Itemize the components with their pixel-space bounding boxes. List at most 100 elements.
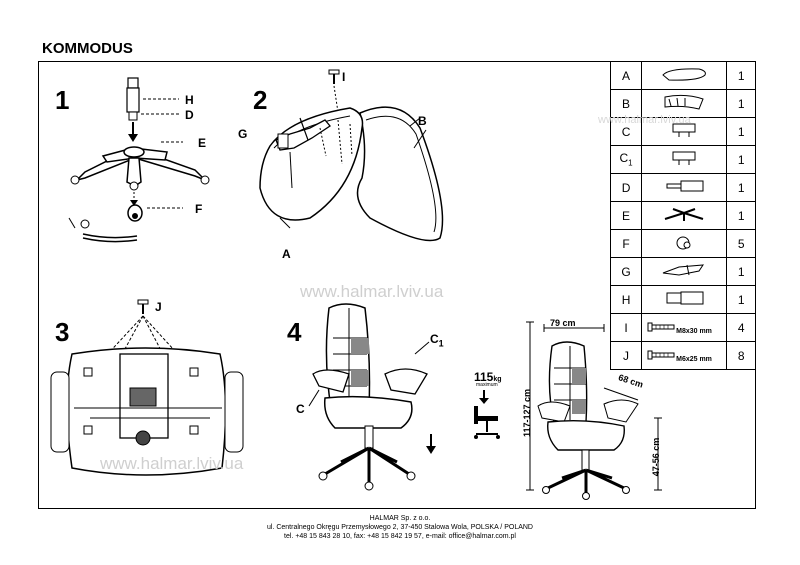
step2-illustration: [259, 69, 444, 242]
armrest-right-icon: [659, 149, 709, 170]
dimension-illustration: [526, 321, 662, 500]
weight-limit-value: 115kg: [474, 370, 502, 384]
part-quantity: 8: [726, 341, 756, 370]
star-base-icon: [659, 205, 709, 226]
label-i: I: [342, 70, 346, 84]
footer-company: HALMAR Sp. z o.o.: [369, 515, 431, 522]
part-quantity: 1: [726, 117, 756, 146]
part-quantity: 1: [726, 285, 756, 314]
part-image: [641, 173, 728, 202]
weight-unit: kg: [493, 376, 502, 383]
step-number-1: 1: [55, 85, 70, 115]
label-e: E: [198, 136, 207, 150]
part-image: M6x25 mm: [641, 341, 728, 370]
part-quantity: 1: [726, 257, 756, 286]
part-letter-text: H: [621, 292, 631, 307]
part-image: [641, 117, 728, 146]
bolt-icon: [646, 321, 676, 335]
label-a: A: [282, 247, 291, 261]
parts-row: J M6x25 mm 8: [609, 341, 756, 370]
dimension-seat-height: 47-56 cm: [651, 437, 661, 477]
part-letter: B: [609, 89, 643, 118]
weight-caption: maximum: [476, 382, 498, 388]
part-letter-text: J: [623, 348, 630, 363]
part-letter-text: B: [622, 96, 631, 111]
parts-row: I M8x30 mm 4: [609, 313, 756, 342]
label-h: H: [185, 93, 194, 107]
footer-address: ul. Centralnego Okręgu Przemysłowego 2, …: [266, 524, 533, 531]
footer-contact: tel. +48 15 843 28 10, fax: +48 15 842 1…: [284, 533, 516, 540]
part-image: [641, 201, 728, 230]
backrest-icon: [659, 93, 709, 114]
step4-illustration: [308, 303, 436, 491]
watermark-table: www.halmar.lviv.ua: [598, 114, 691, 126]
part-letter: C1: [609, 145, 643, 174]
seat-icon: [659, 65, 709, 86]
step-number-2: 2: [253, 85, 268, 115]
part-quantity: 1: [726, 173, 756, 202]
part-letter-text: A: [622, 68, 631, 83]
bolt-icon: [646, 349, 676, 363]
step3-illustration: [50, 299, 244, 476]
part-letter-text: D: [621, 180, 631, 195]
label-b: B: [418, 114, 427, 128]
part-letter: H: [609, 285, 643, 314]
dimension-total-height: 117-127 cm: [522, 388, 532, 438]
label-c: C: [296, 402, 305, 416]
cover-icon: [659, 289, 709, 310]
part-quantity: 1: [726, 89, 756, 118]
part-quantity: 4: [726, 313, 756, 342]
part-size-note: M6x25 mm: [676, 355, 712, 363]
part-quantity: 5: [726, 229, 756, 258]
instruction-frame: [38, 61, 756, 509]
label-j: J: [155, 300, 162, 314]
label-f: F: [195, 202, 203, 216]
armrest-icon: [659, 121, 709, 142]
part-quantity: 1: [726, 61, 756, 90]
part-letter: J: [609, 341, 643, 370]
label-g: G: [238, 127, 248, 141]
label-d: D: [185, 108, 194, 122]
page-title: KOMMODUS: [42, 40, 133, 57]
footer: HALMAR Sp. z o.o. ul. Centralnego Okręgu…: [0, 514, 800, 541]
part-image: [641, 229, 728, 258]
part-letter: F: [609, 229, 643, 258]
weight-value: 115: [474, 370, 494, 384]
part-letter: D: [609, 173, 643, 202]
label-c1-letter: C: [430, 332, 439, 346]
part-letter-text: F: [622, 236, 630, 251]
part-letter: E: [609, 201, 643, 230]
part-letter-text: G: [621, 264, 631, 279]
part-letter-text: C: [621, 124, 631, 139]
part-image: [641, 257, 728, 286]
part-image: M8x30 mm: [641, 313, 728, 342]
part-image: [641, 285, 728, 314]
part-size-note: M8x30 mm: [676, 327, 712, 335]
part-quantity: 1: [726, 201, 756, 230]
part-letter: I: [609, 313, 643, 342]
step-number-3: 3: [55, 317, 70, 347]
watermark-bottom-left: www.halmar.lviv.ua: [100, 454, 244, 473]
caster-icon: [659, 233, 709, 254]
part-image: [641, 145, 728, 174]
part-letter-text: E: [622, 208, 631, 223]
part-letter-text: C: [619, 151, 629, 166]
part-letter-sub: 1: [628, 158, 633, 168]
weight-limit-icon: [474, 390, 500, 439]
step1-illustration: [68, 77, 210, 243]
label-c1: C1: [430, 332, 444, 348]
label-c1-sub: 1: [438, 338, 444, 349]
step-number-4: 4: [287, 317, 302, 347]
watermark-center: www.halmar.lviv.ua: [300, 282, 444, 301]
part-letter-text: I: [624, 320, 628, 335]
part-quantity: 1: [726, 145, 756, 174]
mechanism-icon: [659, 261, 709, 282]
